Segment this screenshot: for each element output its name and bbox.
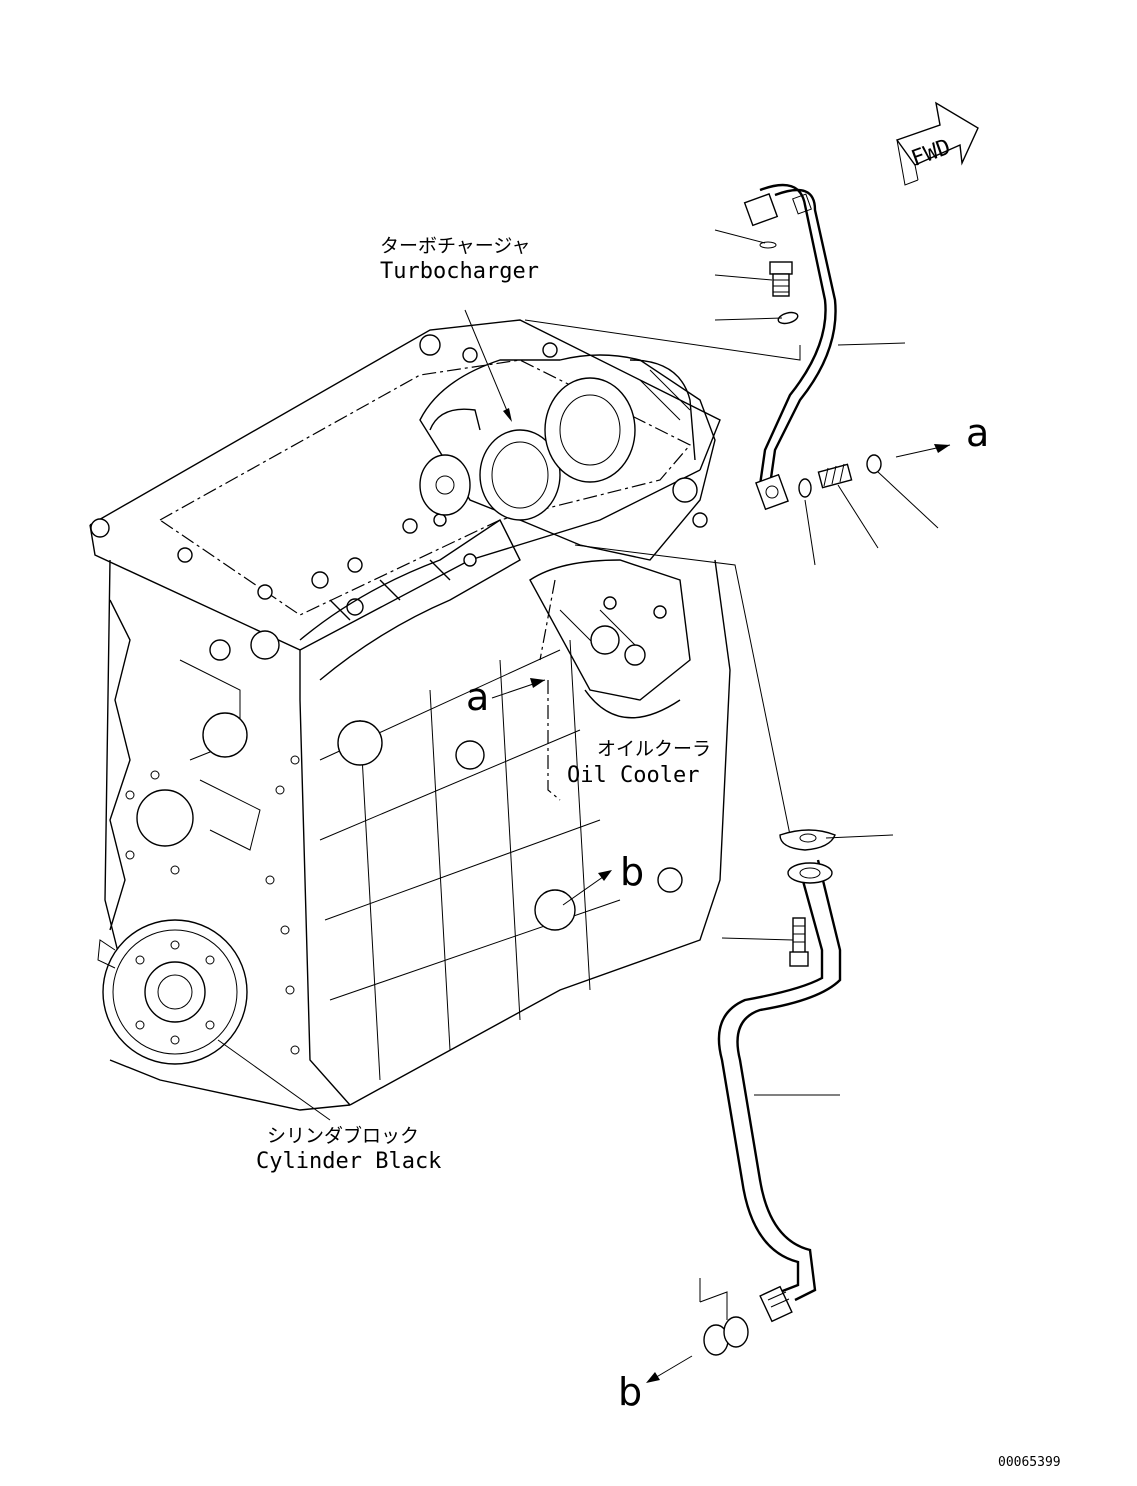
oil-supply-tube [743, 183, 837, 511]
ref-a-label-cooler: a [466, 675, 489, 719]
leader-lines-upper [714, 229, 939, 566]
leader-lines-lower [699, 834, 894, 1302]
oil-cooler-jp-label: オイルクーラ [597, 738, 711, 760]
fwd-arrow-icon: FWD [895, 101, 979, 186]
ref-b-label-bottom: b [618, 1370, 642, 1414]
cylinder-block-drawing [89, 319, 801, 1111]
ref-b-label-block: b [620, 850, 644, 894]
part-number-label: 00065399 [998, 1455, 1061, 1470]
supply-fittings [759, 241, 882, 498]
cylinder-block-jp-label: シリンダブロック [267, 1124, 419, 1147]
turbocharger-en-label: Turbocharger [380, 259, 539, 284]
oil-cooler-en-label: Oil Cooler [567, 763, 699, 788]
ref-a-label-right: a [966, 411, 989, 455]
oil-return-tube [717, 829, 842, 1323]
turbocharger-jp-label: ターボチャージャ [380, 235, 530, 257]
cylinder-block-en-label: Cylinder Black [256, 1149, 441, 1174]
ref-arrows [217, 309, 951, 1383]
drain-fittings [699, 917, 809, 1356]
